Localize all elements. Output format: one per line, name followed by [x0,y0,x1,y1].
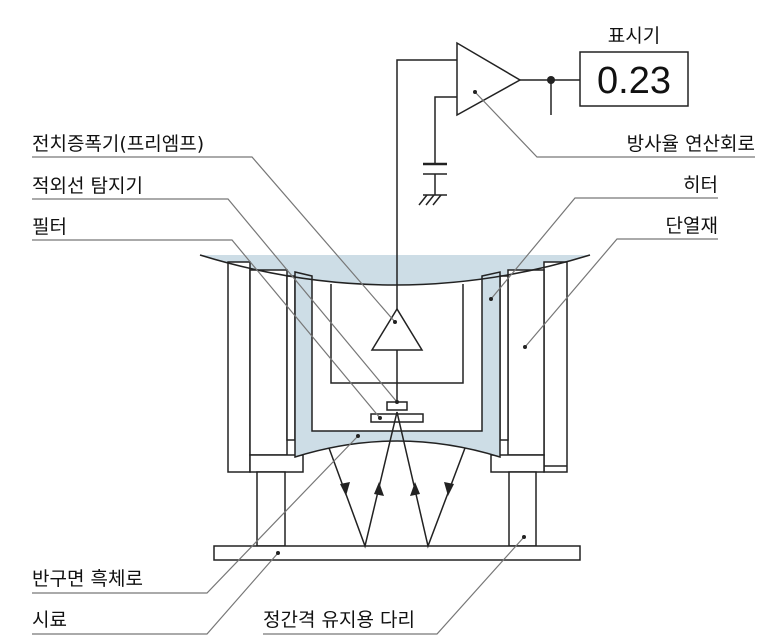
sample-plate [213,545,581,561]
insulation-left-outer [227,261,251,473]
label-preamp: 전치증폭기(프리엠프) [32,133,204,155]
spacer-leg-left [256,471,286,547]
label-blackbody: 반구면 흑체로 [32,568,143,590]
label-ir-detector: 적외선 탐지기 [32,175,143,197]
emissivity-amplifier [456,41,522,117]
label-heater: 히터 [683,174,718,196]
insulation-right-thin [499,275,509,441]
heater [294,271,501,459]
ir-rays [328,411,466,549]
label-filter: 필터 [32,216,67,238]
label-sample: 시료 [32,609,67,631]
ray-arrowheads [340,482,454,496]
ground-icon [418,194,447,206]
insulation-left [249,269,288,456]
display-title: 표시기 [608,25,660,47]
display-box [579,51,689,107]
insulation-right [507,269,545,456]
spacer-leg-right [508,471,537,547]
label-emissivity-circuit: 방사율 연산회로 [627,133,755,155]
label-spacer-legs: 정간격 유지용 다리 [263,609,415,631]
insulation-left-thin [286,275,296,441]
insulation-right-outer [543,261,568,473]
display-value: 0.23 [597,60,671,102]
insulation-right-block [490,454,545,473]
label-insulation: 단열재 [666,215,718,237]
preamp-symbol [370,307,424,351]
